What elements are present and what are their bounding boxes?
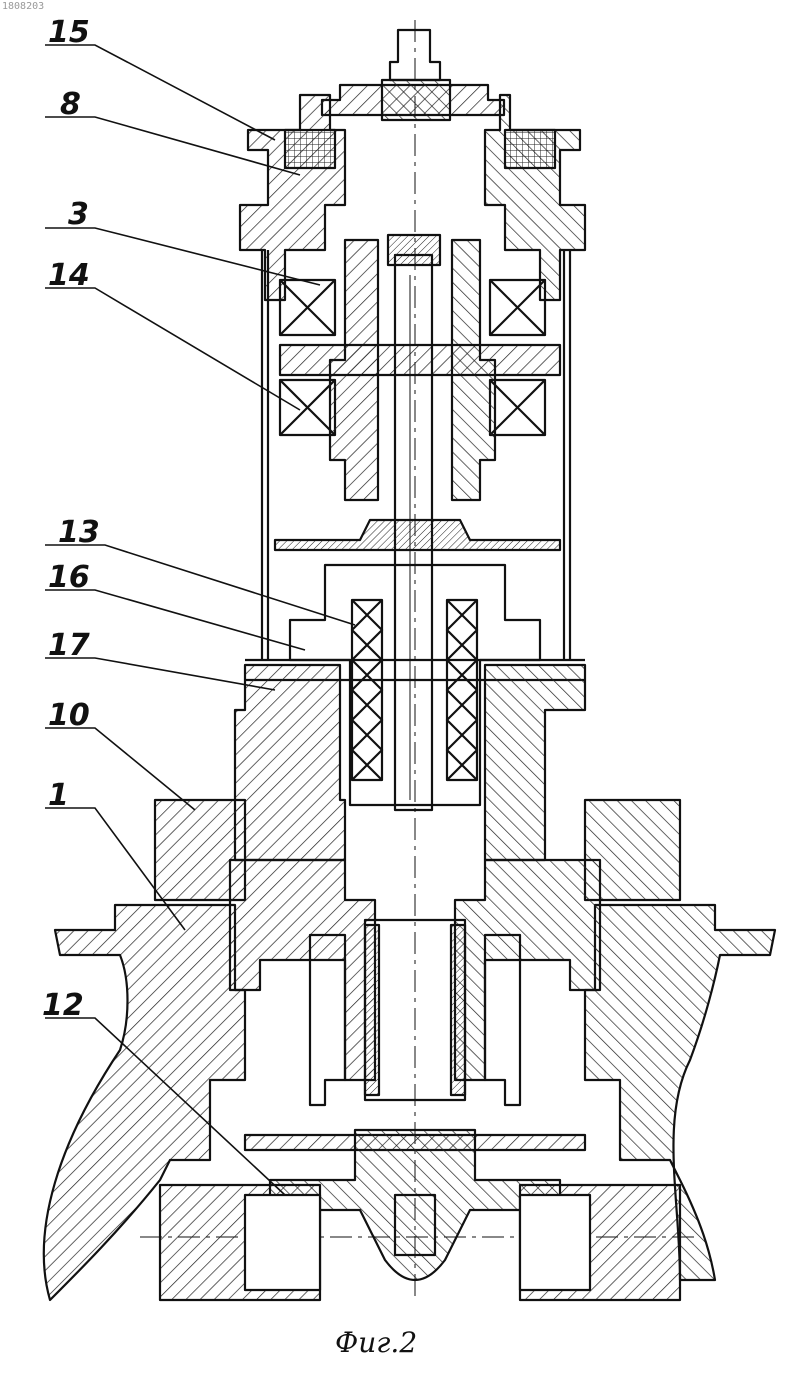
winding-left	[285, 130, 335, 168]
flange-disc	[280, 345, 560, 375]
assembly	[44, 20, 775, 1300]
support-body-right	[485, 665, 585, 860]
volute-cavity-right	[520, 1195, 590, 1290]
support-body-left	[235, 665, 345, 860]
label-12: 12	[42, 988, 84, 1023]
part-labels: 15 8 3 14 13 16 17 10 1 12	[42, 15, 100, 1023]
label-17: 17	[48, 628, 90, 663]
label-13: 13	[58, 515, 100, 550]
label-15: 15	[48, 15, 90, 50]
corner-id: 1808203	[2, 1, 44, 12]
label-8: 8	[60, 87, 81, 122]
label-10: 10	[48, 698, 90, 733]
label-1: 1	[48, 778, 69, 813]
lower-shaft-housing	[230, 860, 375, 1080]
volute-cavity-left	[245, 1195, 320, 1290]
label-14: 14	[48, 258, 90, 293]
shaft-top-nut	[388, 235, 440, 265]
figure-caption: Фиг.2	[335, 1326, 417, 1359]
top-nut	[382, 80, 450, 120]
winding-right	[505, 130, 555, 168]
motor-casing	[262, 250, 570, 660]
label-3: 3	[68, 197, 89, 232]
label-16: 16	[48, 560, 90, 595]
lower-shaft-housing-right	[455, 860, 600, 1080]
deflector	[275, 520, 560, 550]
